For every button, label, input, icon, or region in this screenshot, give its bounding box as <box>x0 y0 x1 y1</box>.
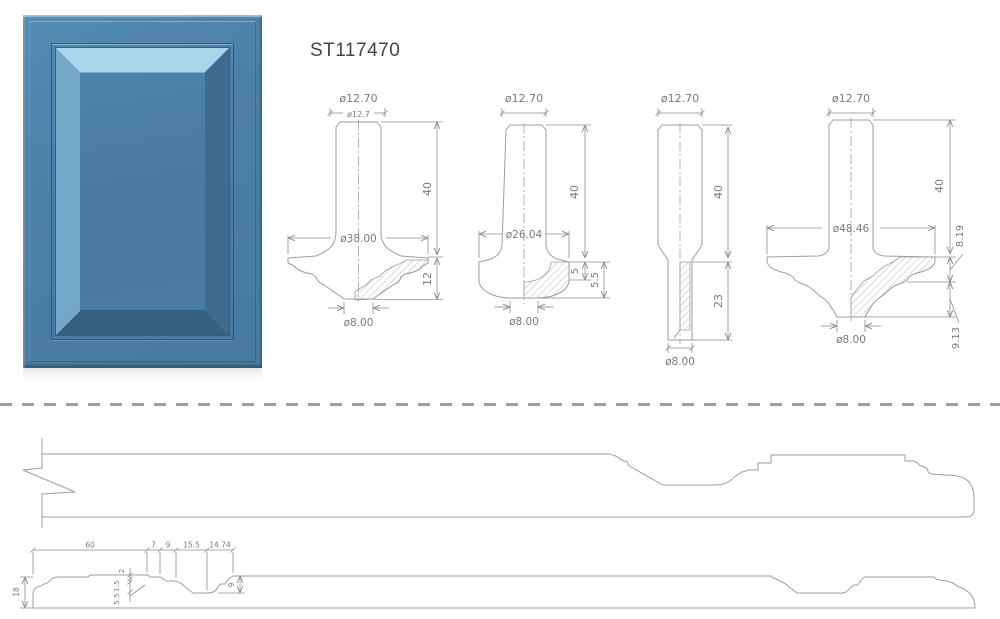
bit4-shank-dia-label: ø12.70 <box>832 92 870 105</box>
bit2-cutter-dia-label: ø26.04 <box>506 229 543 241</box>
bit1-shank-dia-label: ø12.70 <box>339 92 377 105</box>
door-edge-profile-upper <box>22 438 975 528</box>
bit2-cut-height-label: 5 <box>570 268 581 274</box>
profile2-top-dim-ticks <box>30 547 236 553</box>
profile2-dim-9: 9 <box>166 541 171 550</box>
bit3-flute-edge <box>673 329 681 339</box>
bit1-tip-dia-label: ø8.00 <box>344 317 374 329</box>
bit3-length-label: 40 <box>712 185 725 199</box>
door-floor-shadow <box>23 368 262 381</box>
bit3-body-outline <box>657 124 703 341</box>
router-bit-2-drawing: ø12.70 ø26.04 40 5 5.5 ø8.00 <box>478 92 610 328</box>
bit3-shank-dim-line <box>655 108 705 117</box>
bit2-shank-dia-label: ø12.70 <box>505 92 543 105</box>
profile1-break-symbol <box>22 438 76 528</box>
profile2-outline <box>32 574 976 609</box>
bit2-tip-dia-label: ø8.00 <box>509 316 539 328</box>
door-panel-face <box>80 72 205 311</box>
bit4-cutter-dia-label: ø48.46 <box>833 223 870 235</box>
bit4-right-ext-lines <box>865 119 956 318</box>
profile2-step-dim-lines <box>127 568 146 602</box>
bit4-cutter-cross-section <box>850 256 936 318</box>
bit2-right-ext-lines <box>538 124 610 299</box>
door-frame-groove <box>51 43 234 340</box>
router-bit-3-drawing: ø12.70 40 23 ø8.00 <box>655 92 732 368</box>
cabinet-door-photo <box>23 15 262 368</box>
profile2-thickness-ext <box>20 576 33 609</box>
bit3-tip-dia-label: ø8.00 <box>665 356 695 368</box>
bit4-cut-height2-leader <box>949 298 960 324</box>
bit4-cut-height2-label: 9.13 <box>951 327 962 349</box>
bit1-cutter-cross-section <box>354 259 429 301</box>
bit4-shank-dim-line <box>826 108 876 117</box>
router-bit-4-drawing: ø12.70 ø48.46 40 8.19 9.13 ø8.00 <box>766 92 966 349</box>
profile2-depth-1-5-label: 1.5 <box>113 580 121 591</box>
bit1-cut-height-label: 12 <box>421 272 434 286</box>
bit4-cut-height-leader <box>949 253 964 271</box>
bit2-tip-dia-ext <box>509 301 539 313</box>
router-bit-1-drawing: ø12.70 ø12.7 ø38.00 40 12 ø8.00 <box>287 92 443 329</box>
bit4-tip-dia-ext <box>836 320 866 332</box>
profile2-dim-15-5: 15.5 <box>183 541 200 550</box>
bit3-cut-length-label: 23 <box>712 294 725 308</box>
bit4-cut-height-label: 8.19 <box>955 225 966 247</box>
bit4-tip-dia-label: ø8.00 <box>836 334 866 346</box>
bit3-shank-dia-label: ø12.70 <box>661 92 699 105</box>
door-edge-profile-lower: 60 7 9 15.5 14.74 18 2 1.5 5.5 9 <box>12 541 976 609</box>
bit2-cut-height2-label: 5.5 <box>590 272 601 288</box>
profile2-depth-2-label: 2 <box>118 569 126 573</box>
bit2-cutter-cross-section <box>523 261 570 299</box>
page-title: ST117470 <box>310 40 401 61</box>
profile2-depth-5-5-label: 5.5 <box>113 593 121 604</box>
profile2-dim-7: 7 <box>151 541 156 550</box>
bit1-right-ext-lines <box>373 121 443 300</box>
bit1-shank-dia2-label: ø12.7 <box>347 110 370 119</box>
profile2-top-dim-line <box>32 549 234 590</box>
profile2-dim-60: 60 <box>85 541 95 550</box>
bit3-flute-cross-section <box>679 261 691 331</box>
profile2-dim-14-74: 14.74 <box>209 541 231 550</box>
dashed-separator-line <box>0 403 1000 406</box>
bit1-cutter-dia-label: ø38.00 <box>340 233 376 245</box>
bit1-length-label: 40 <box>421 182 434 196</box>
profile2-thickness-label: 18 <box>12 587 21 597</box>
bit2-length-label: 40 <box>568 185 581 199</box>
bit3-tip-dia-dim-line <box>665 343 695 353</box>
profile2-depth-9-label: 9 <box>227 582 236 587</box>
bit1-shank-dim-line <box>327 108 388 117</box>
bit1-tip-dia-ext <box>343 302 374 314</box>
bit4-length-label: 40 <box>933 179 946 193</box>
bit2-shank-dim-line <box>499 108 549 117</box>
profile1-outline <box>42 453 975 518</box>
door-raised-panel-bevel <box>56 48 229 335</box>
